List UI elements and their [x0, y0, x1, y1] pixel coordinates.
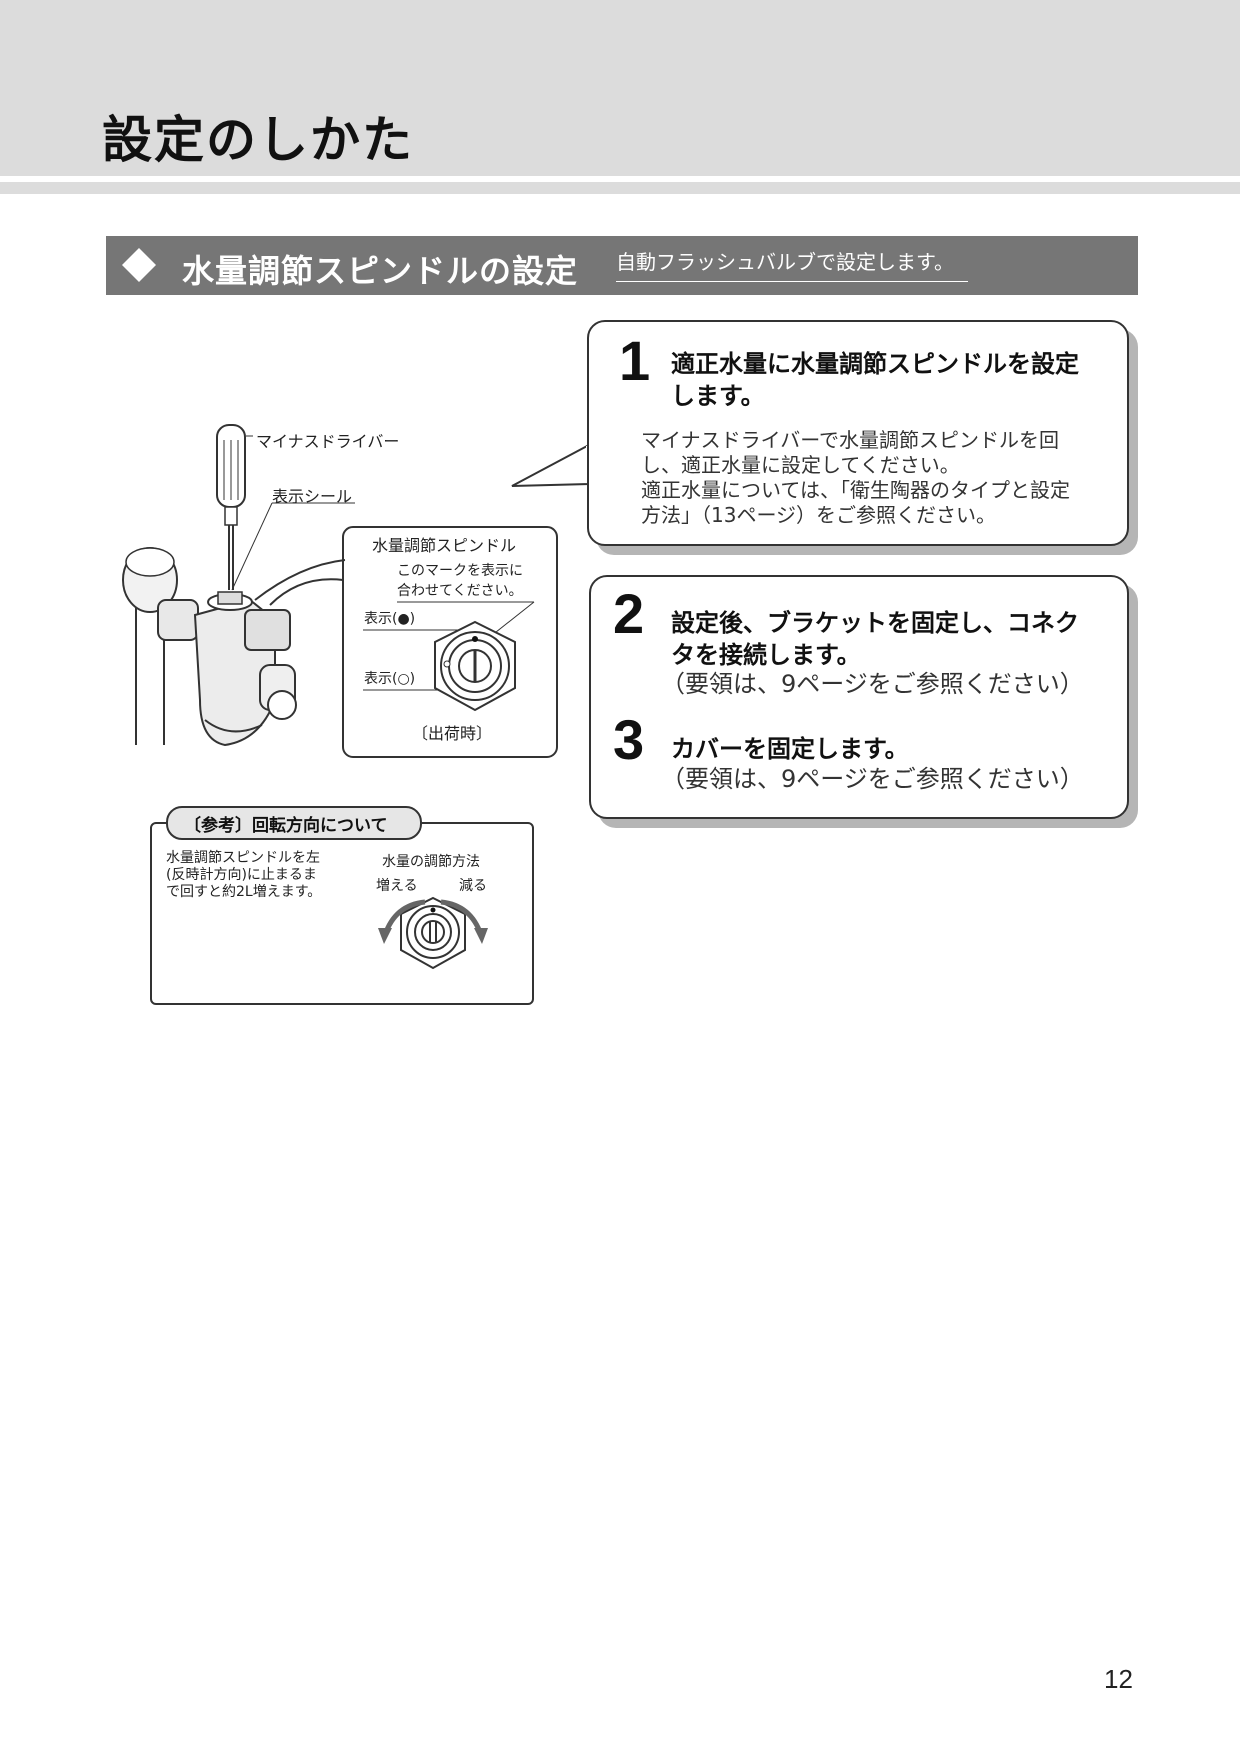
- section-title: 水量調節スピンドルの設定: [182, 252, 579, 290]
- mark-note-line1: このマークを表示に: [397, 563, 523, 579]
- header-rule: [0, 182, 1240, 194]
- spindle-hex-illustration: [434, 620, 516, 712]
- seal-label: 表示シール: [272, 487, 353, 506]
- step-3-note: （要領は、9ページをご参照ください）: [661, 765, 1084, 793]
- adjust-method-label: 水量の調節方法: [382, 854, 480, 870]
- indicator-open-label: 表示(○): [364, 671, 416, 687]
- step-1-body-line1: マイナスドライバーで水量調節スピンドルを回: [641, 428, 1059, 452]
- step-1-body-line2: し、適正水量に設定してください。: [641, 453, 960, 477]
- step-1-heading-line1: 適正水量に水量調節スピンドルを設定: [671, 350, 1079, 378]
- header-band: [0, 0, 1240, 176]
- reference-text-line2: (反時計方向)に止まるま: [166, 867, 317, 883]
- section-subtitle: 自動フラッシュバルブで設定します。: [616, 246, 968, 282]
- rotation-illustration: [378, 896, 488, 970]
- step-1-box: 1 適正水量に水量調節スピンドルを設定 します。 マイナスドライバーで水量調節ス…: [587, 320, 1129, 546]
- step-3-heading: カバーを固定します。: [671, 735, 909, 763]
- increase-label: 増える: [376, 878, 418, 894]
- valve-body-illustration: [193, 591, 297, 747]
- step-1-heading-line2: します。: [671, 382, 765, 410]
- step-1-body-line4: 方法」（13ページ）をご参照ください。: [641, 503, 997, 527]
- reference-text-line1: 水量調節スピンドルを左: [166, 850, 320, 866]
- step-2-3-box: 2 設定後、ブラケットを固定し、コネク タを接続します。 （要領は、9ページをご…: [589, 575, 1129, 819]
- screwdriver-illustration: [216, 424, 246, 590]
- step-1-number: 1: [619, 329, 651, 392]
- reference-text-line3: で回すと約2L増えます。: [166, 884, 322, 900]
- valve-diagram: [122, 424, 590, 970]
- screwdriver-label: マイナスドライバー: [256, 432, 400, 451]
- step-2-note: （要領は、9ページをご参照ください）: [661, 670, 1084, 698]
- decrease-label: 減る: [459, 878, 487, 894]
- step-2-heading-line1: 設定後、ブラケットを固定し、コネク: [671, 609, 1079, 637]
- step-1-body-line3: 適正水量については、「衛生陶器のタイプと設定: [641, 478, 1070, 502]
- reference-tab: [166, 806, 422, 840]
- section-bar: [106, 236, 1138, 295]
- mark-note-line2: 合わせてください。: [397, 583, 523, 599]
- reference-text: 水量調節スピンドルを左 (反時計方向)に止まるま で回すと約2L増えます。: [166, 850, 346, 901]
- spindle-title: 水量調節スピンドル: [372, 536, 517, 555]
- reference-tab-label: 〔参考〕回転方向について: [184, 816, 388, 836]
- step-2-number: 2: [613, 582, 645, 645]
- shipping-label: 〔出荷時〕: [412, 724, 493, 743]
- page-title: 設定のしかた: [102, 111, 414, 169]
- step-3-number: 3: [613, 708, 645, 771]
- step-2-heading-line2: タを接続します。: [671, 641, 861, 669]
- indicator-filled-label: 表示(●): [364, 611, 416, 627]
- page-number: 12: [1104, 1664, 1133, 1694]
- diamond-icon: [122, 248, 156, 282]
- pipe-illustration: [122, 547, 199, 745]
